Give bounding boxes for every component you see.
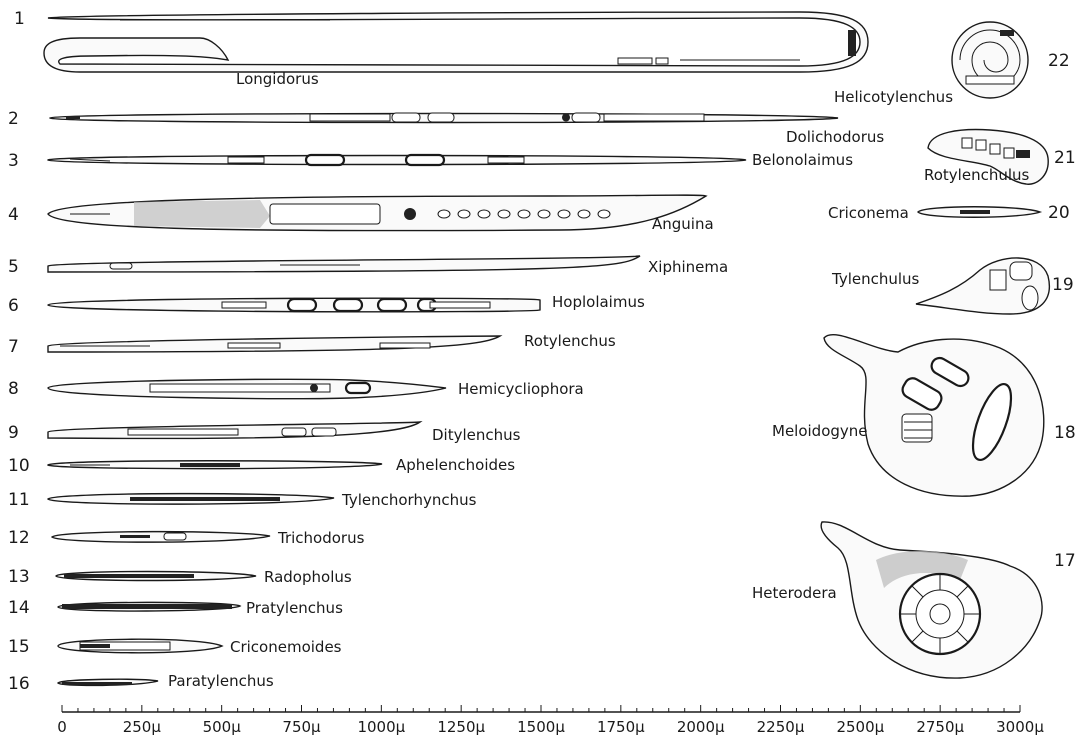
scale-bar: 0 250μ 500μ 750μ 1000μ 1250μ 1500μ 1750μ… [57, 705, 1044, 736]
side-number-21: 21 [1054, 148, 1076, 168]
anguina-eggs [438, 210, 610, 218]
worm-name-11: Tylenchorhynchus [341, 491, 477, 509]
worm-pratylenchus [58, 602, 240, 611]
side-number-22: 22 [1048, 51, 1070, 71]
worm-name-8: Hemicycliophora [458, 380, 584, 398]
worm-number-16: 16 [8, 674, 30, 694]
scale-tick-label: 0 [57, 718, 67, 736]
scale-tick-labels: 0 250μ 500μ 750μ 1000μ 1250μ 1500μ 1750μ… [57, 718, 1044, 736]
scale-tick-label: 3000μ [996, 718, 1044, 736]
side-number-20: 20 [1048, 203, 1070, 223]
side-name-18: Meloidogyne [772, 422, 868, 440]
worm-dolichodorus [50, 113, 838, 123]
worm-meloidogyne [824, 335, 1044, 496]
worm-heterodera [821, 522, 1042, 678]
worm-name-3: Belonolaimus [752, 151, 853, 169]
worm-xiphinema [48, 256, 640, 272]
worm-name-9: Ditylenchus [432, 426, 521, 444]
worm-name-4: Anguina [652, 215, 714, 233]
worm-trichodorus [52, 532, 270, 543]
worm-criconema [918, 207, 1040, 218]
worm-name-16: Paratylenchus [168, 672, 274, 690]
worm-rotylenchus [48, 336, 500, 352]
worm-paratylenchus [58, 679, 158, 685]
worm-number-14: 14 [8, 598, 30, 618]
side-number-17: 17 [1054, 551, 1076, 571]
worm-number-4: 4 [8, 205, 19, 225]
worm-number-2: 2 [8, 109, 19, 129]
side-name-22: Helicotylenchus [834, 88, 953, 106]
worm-name-13: Radopholus [264, 568, 352, 586]
scale-tick-label: 2000μ [677, 718, 725, 736]
worm-name-2: Dolichodorus [786, 128, 884, 146]
worm-name-1: Longidorus [236, 70, 319, 88]
worm-helicotylenchus [952, 22, 1028, 98]
side-name-20: Criconema [828, 204, 909, 222]
worm-ditylenchus [48, 422, 420, 438]
worm-number-5: 5 [8, 257, 19, 277]
worm-number-1: 1 [14, 9, 25, 29]
scale-tick-label: 750μ [282, 718, 321, 736]
side-number-18: 18 [1054, 423, 1076, 443]
worm-number-12: 12 [8, 528, 30, 548]
side-name-19: Tylenchulus [831, 270, 920, 288]
scale-tick-label: 2500μ [836, 718, 884, 736]
worm-number-13: 13 [8, 567, 30, 587]
worm-number-6: 6 [8, 296, 19, 316]
worm-number-8: 8 [8, 379, 19, 399]
side-name-21: Rotylenchulus [924, 166, 1030, 184]
worm-number-11: 11 [8, 490, 30, 510]
scale-tick-label: 2750μ [916, 718, 964, 736]
worm-number-9: 9 [8, 423, 19, 443]
side-number-19: 19 [1052, 275, 1074, 295]
worm-longidorus [44, 12, 868, 72]
worm-radopholus [56, 572, 256, 581]
worm-name-10: Aphelenchoides [396, 456, 515, 474]
worm-name-5: Xiphinema [648, 258, 728, 276]
scale-tick-label: 1500μ [517, 718, 565, 736]
scale-tick-label: 2250μ [757, 718, 805, 736]
worm-name-7: Rotylenchus [524, 332, 616, 350]
worm-name-6: Hoplolaimus [552, 293, 645, 311]
worm-belonolaimus [48, 155, 746, 165]
scale-tick-label: 250μ [123, 718, 162, 736]
worm-number-7: 7 [8, 337, 19, 357]
worm-number-3: 3 [8, 151, 19, 171]
scale-tick-label: 1750μ [597, 718, 645, 736]
worm-hemicycliophora [48, 379, 446, 398]
scale-tick-marks [62, 705, 1020, 712]
scale-tick-label: 1250μ [437, 718, 485, 736]
worm-hoplolaimus [48, 298, 540, 312]
worm-name-12: Trichodorus [277, 529, 365, 547]
scale-tick-label: 1000μ [357, 718, 405, 736]
worm-criconemoides [58, 639, 222, 653]
worm-tylenchorhynchus [48, 494, 334, 505]
scale-tick-label: 500μ [203, 718, 242, 736]
worm-tylenchulus [916, 258, 1049, 314]
worm-name-15: Criconemoides [230, 638, 342, 656]
worm-anguina [48, 195, 706, 231]
side-name-17: Heterodera [752, 584, 837, 602]
worm-number-10: 10 [8, 456, 30, 476]
worm-aphelenchoides [48, 461, 382, 469]
worm-name-14: Pratylenchus [246, 599, 343, 617]
worm-number-15: 15 [8, 637, 30, 657]
